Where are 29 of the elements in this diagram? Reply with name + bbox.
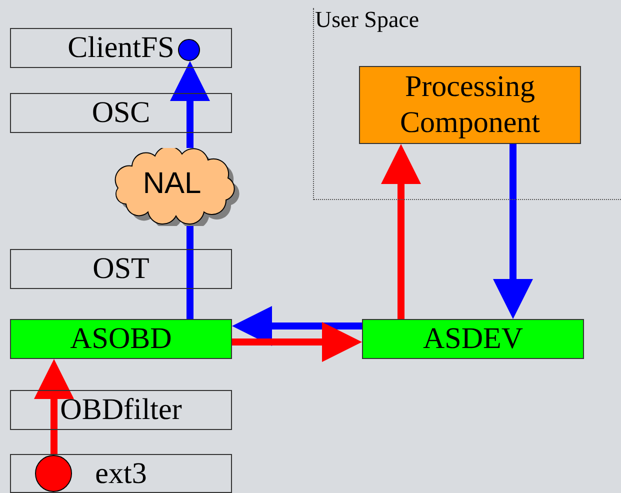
module-name: ASDEV [422, 324, 523, 354]
layer-name: OBDfilter [60, 395, 182, 425]
region-label: User Space [315, 8, 420, 31]
layer-box [10, 93, 232, 133]
arrow [232, 322, 362, 362]
arrow [493, 144, 533, 319]
connector-line [186, 289, 194, 319]
layer-name: ClientFS [68, 33, 174, 63]
layer-name: ext3 [95, 458, 147, 488]
connector-line [186, 133, 194, 148]
module-box [362, 319, 584, 359]
arrow [34, 359, 74, 430]
connector-line [50, 430, 58, 455]
layer-box [10, 249, 232, 289]
arrow [170, 61, 210, 133]
dotted-region [313, 8, 621, 200]
module-box [10, 319, 232, 359]
cloud-label: NAL [142, 169, 202, 199]
layer-name: OST [92, 254, 150, 284]
module-name: ASOBD [70, 324, 172, 354]
layer-box [10, 28, 232, 68]
layer-box [10, 390, 232, 430]
arrow [381, 144, 421, 319]
component-box [359, 66, 581, 144]
connector-line [186, 226, 194, 289]
component-name: Processing Component [399, 69, 541, 141]
layer-box [10, 454, 232, 493]
layer-name: OSC [92, 98, 150, 128]
arrow [232, 306, 362, 346]
